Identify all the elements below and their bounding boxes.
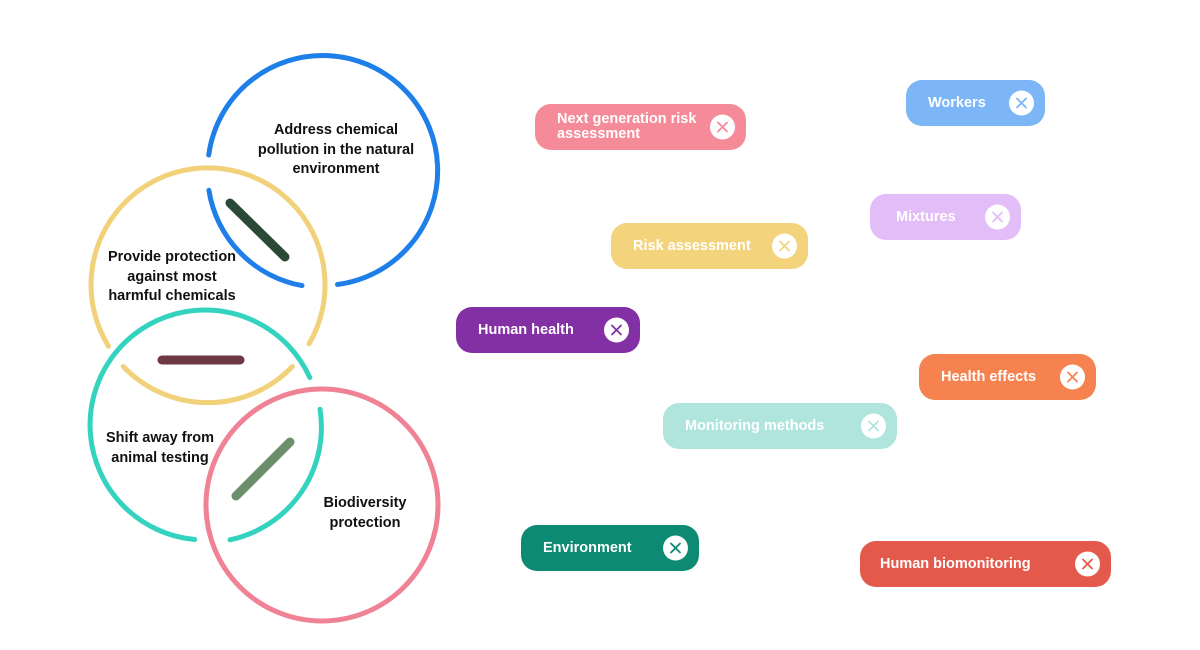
tag-label: Risk assessment [633, 237, 751, 254]
ring-pollution [206, 52, 441, 287]
ring-pollution-inner [206, 187, 305, 289]
ring-protection-inner [120, 364, 295, 406]
remove-tag-close-icon[interactable] [772, 233, 797, 259]
tag-environment[interactable]: Environment [521, 525, 699, 571]
tag-next-generation-risk-assessment[interactable]: Next generation risk assessment [535, 104, 746, 150]
ring-label-protection: Provide protection against most harmful … [107, 249, 237, 304]
remove-tag-close-icon[interactable] [1060, 364, 1085, 390]
tag-risk-assessment[interactable]: Risk assessment [611, 223, 808, 269]
remove-tag-close-icon[interactable] [663, 535, 688, 561]
tag-workers[interactable]: Workers [906, 80, 1045, 126]
tag-monitoring-methods[interactable]: Monitoring methods [663, 403, 897, 449]
remove-tag-close-icon[interactable] [985, 204, 1010, 230]
tag-mixtures[interactable]: Mixtures [870, 194, 1021, 240]
tag-health-effects[interactable]: Health effects [919, 354, 1096, 400]
tag-human-health[interactable]: Human health [456, 307, 640, 353]
tag-label: Monitoring methods [685, 417, 825, 434]
remove-tag-close-icon[interactable] [604, 317, 629, 343]
tag-label: Human health [478, 321, 574, 338]
remove-tag-close-icon[interactable] [1009, 90, 1034, 116]
ring-protection [88, 165, 328, 349]
ring-label-animal: Shift away from animal testing [106, 430, 214, 466]
remove-tag-close-icon[interactable] [1075, 551, 1100, 577]
tag-label: Health effects [941, 368, 1037, 385]
tag-label: Environment [543, 539, 632, 556]
ring-label-biodiversity: Biodiversity protection [323, 495, 407, 531]
ring-animal-inner [227, 406, 324, 543]
tag-label: Human biomonitoring [880, 555, 1031, 572]
tag-label: Workers [928, 94, 986, 111]
connector-pollution-protection [225, 198, 290, 262]
ring-biodiversity [203, 386, 441, 624]
tag-human-biomonitoring[interactable]: Human biomonitoring [860, 541, 1111, 587]
remove-tag-close-icon[interactable] [710, 114, 735, 140]
remove-tag-close-icon[interactable] [861, 413, 886, 439]
tag-label: Next generation risk assessment [557, 111, 697, 142]
ring-animal [87, 307, 313, 542]
tag-label: Mixtures [896, 208, 956, 225]
ring-label-pollution: Address chemical pollution in the natura… [257, 122, 415, 177]
connector-animal-biodiversity [231, 437, 295, 501]
